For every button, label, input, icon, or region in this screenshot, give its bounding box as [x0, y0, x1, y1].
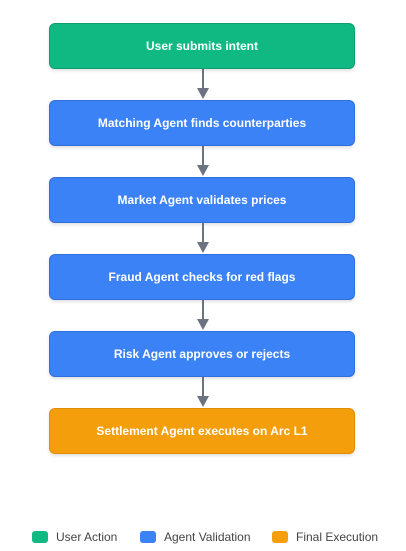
- arrow-down-icon: [197, 69, 209, 99]
- step-label: Settlement Agent executes on Arc L1: [96, 424, 308, 438]
- legend-item-final-execution: Final Execution: [272, 527, 378, 547]
- arrow-connector: [196, 146, 210, 177]
- legend-label: User Action: [56, 530, 118, 544]
- step-label: Matching Agent finds counterparties: [97, 116, 307, 130]
- arrow-down-icon: [197, 377, 209, 407]
- step-market-agent: Market Agent validates prices: [49, 177, 355, 223]
- step-fraud-agent: Fraud Agent checks for red flags: [49, 254, 355, 300]
- arrow-down-icon: [197, 146, 209, 176]
- legend-label: Agent Validation: [164, 530, 251, 544]
- arrow-connector: [196, 377, 210, 408]
- legend-swatch: [140, 531, 156, 543]
- arrow-connector: [196, 300, 210, 331]
- legend-swatch: [272, 531, 288, 543]
- arrow-down-icon: [197, 300, 209, 330]
- step-settlement-agent: Settlement Agent executes on Arc L1: [49, 408, 355, 454]
- step-label: Risk Agent approves or rejects: [113, 347, 291, 361]
- step-matching-agent: Matching Agent finds counterparties: [49, 100, 355, 146]
- legend-label: Final Execution: [296, 530, 379, 544]
- legend-swatch: [32, 531, 48, 543]
- legend-item-agent-validation: Agent Validation: [140, 527, 251, 547]
- flowchart: User submits intent Matching Agent finds…: [49, 23, 355, 454]
- arrow-connector: [196, 69, 210, 100]
- legend-item-user-action: User Action: [32, 527, 117, 547]
- legend: User Action Agent Validation Final Execu…: [0, 527, 406, 547]
- step-user-submits-intent: User submits intent: [49, 23, 355, 69]
- step-label: Market Agent validates prices: [117, 193, 287, 207]
- step-label: User submits intent: [145, 39, 259, 53]
- arrow-connector: [196, 223, 210, 254]
- arrow-down-icon: [197, 223, 209, 253]
- step-label: Fraud Agent checks for red flags: [108, 270, 296, 284]
- step-risk-agent: Risk Agent approves or rejects: [49, 331, 355, 377]
